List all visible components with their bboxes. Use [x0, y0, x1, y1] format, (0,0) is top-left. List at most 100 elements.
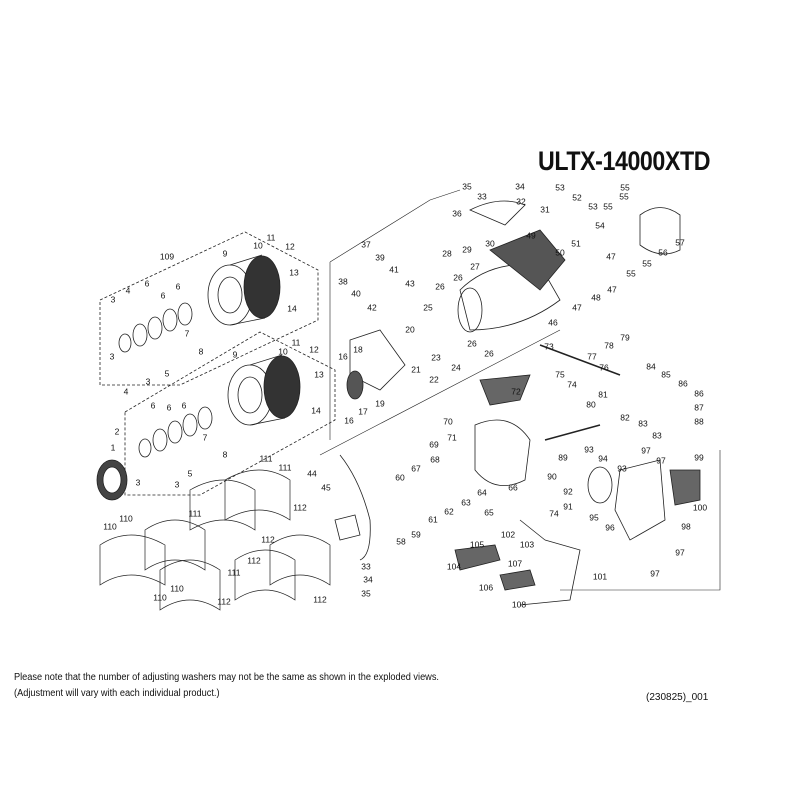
part-label-6: 6 — [166, 402, 172, 413]
part-label-55: 55 — [603, 201, 613, 212]
part-label-34: 34 — [363, 574, 373, 585]
part-label-55: 55 — [642, 258, 652, 269]
part-label-45: 45 — [321, 482, 331, 493]
part-label-64: 64 — [477, 487, 487, 498]
part-label-22: 22 — [429, 374, 439, 385]
part-label-43: 43 — [405, 278, 415, 289]
part-label-19: 19 — [375, 398, 385, 409]
part-label-58: 58 — [396, 536, 406, 547]
part-label-83: 83 — [652, 430, 662, 441]
part-label-1: 1 — [110, 442, 116, 453]
part-label-99: 99 — [694, 452, 704, 463]
spool-covers — [99, 469, 331, 611]
part-label-25: 25 — [423, 302, 433, 313]
part-label-17: 17 — [358, 406, 368, 417]
part-label-71: 71 — [447, 432, 457, 443]
part-label-16: 16 — [338, 351, 348, 362]
part-label-78: 78 — [604, 340, 614, 351]
part-label-24: 24 — [451, 362, 461, 373]
part-label-32: 32 — [516, 196, 526, 207]
part-label-35: 35 — [462, 181, 472, 192]
part-label-112: 112 — [261, 534, 275, 545]
part-label-86: 86 — [678, 378, 688, 389]
part-label-112: 112 — [293, 502, 307, 513]
part-label-6: 6 — [181, 400, 187, 411]
part-label-23: 23 — [431, 352, 441, 363]
part-label-3: 3 — [110, 294, 116, 305]
part-label-4: 4 — [125, 285, 131, 296]
part-label-74: 74 — [549, 508, 559, 519]
part-label-55: 55 — [626, 268, 636, 279]
part-label-98: 98 — [681, 521, 691, 532]
part-label-55: 55 — [619, 191, 629, 202]
part-label-36: 36 — [452, 208, 462, 219]
part-label-35: 35 — [361, 588, 371, 599]
part-label-97: 97 — [650, 568, 660, 579]
part-label-56: 56 — [658, 247, 668, 258]
washer-note: Please note that the number of adjusting… — [14, 672, 439, 683]
part-label-111: 111 — [227, 567, 241, 578]
part-label-108: 108 — [511, 599, 527, 610]
part-label-47: 47 — [572, 302, 582, 313]
part-label-26: 26 — [435, 281, 445, 292]
part-label-51: 51 — [571, 238, 581, 249]
part-label-103: 103 — [519, 539, 535, 550]
part-label-81: 81 — [598, 389, 608, 400]
part-label-27: 27 — [470, 261, 480, 272]
part-label-74: 74 — [567, 379, 577, 390]
part-label-66: 66 — [508, 482, 518, 493]
part-label-47: 47 — [606, 251, 616, 262]
part-label-95: 95 — [589, 512, 599, 523]
part-label-13: 13 — [314, 369, 324, 380]
part-label-82: 82 — [620, 412, 630, 423]
part-label-89: 89 — [558, 452, 568, 463]
part-label-55: 55 — [620, 182, 630, 193]
part-label-37: 37 — [361, 239, 371, 250]
part-label-68: 68 — [430, 454, 440, 465]
part-label-111: 111 — [188, 508, 202, 519]
rotor-and-body — [334, 200, 701, 606]
part-label-97: 97 — [675, 547, 685, 558]
part-label-40: 40 — [351, 288, 361, 299]
part-label-60: 60 — [395, 472, 405, 483]
part-label-57: 57 — [675, 237, 685, 248]
part-label-3: 3 — [145, 376, 151, 387]
part-label-53: 53 — [588, 201, 598, 212]
part-label-39: 39 — [375, 252, 385, 263]
part-label-3: 3 — [135, 477, 141, 488]
part-label-10: 10 — [278, 346, 288, 357]
part-label-7: 7 — [202, 432, 208, 443]
part-label-47: 47 — [607, 284, 617, 295]
part-label-8: 8 — [222, 449, 228, 460]
part-label-70: 70 — [443, 416, 453, 427]
part-label-111: 111 — [259, 453, 273, 464]
part-label-65: 65 — [484, 507, 494, 518]
part-label-26: 26 — [453, 272, 463, 283]
part-label-9: 9 — [232, 349, 238, 360]
part-label-90: 90 — [547, 471, 557, 482]
part-label-61: 61 — [428, 514, 438, 525]
part-label-18: 18 — [353, 344, 363, 355]
part-label-46: 46 — [548, 317, 558, 328]
part-label-34: 34 — [515, 181, 525, 192]
spool-group-2-box — [124, 331, 336, 496]
part-label-109: 109 — [159, 251, 175, 262]
part-label-4: 4 — [123, 386, 129, 397]
part-label-94: 94 — [598, 453, 608, 464]
part-label-63: 63 — [461, 497, 471, 508]
spool-lower — [138, 354, 301, 458]
part-label-8: 8 — [198, 346, 204, 357]
part-label-7: 7 — [184, 328, 190, 339]
assembly-outline — [329, 189, 721, 591]
part-label-104: 104 — [446, 561, 462, 572]
part-label-105: 105 — [469, 539, 485, 550]
part-label-54: 54 — [595, 220, 605, 231]
part-label-14: 14 — [287, 303, 297, 314]
part-label-41: 41 — [389, 264, 399, 275]
part-label-29: 29 — [462, 244, 472, 255]
part-label-97: 97 — [641, 445, 651, 456]
part-label-3: 3 — [174, 479, 180, 490]
part-label-101: 101 — [592, 571, 608, 582]
part-label-6: 6 — [144, 278, 150, 289]
